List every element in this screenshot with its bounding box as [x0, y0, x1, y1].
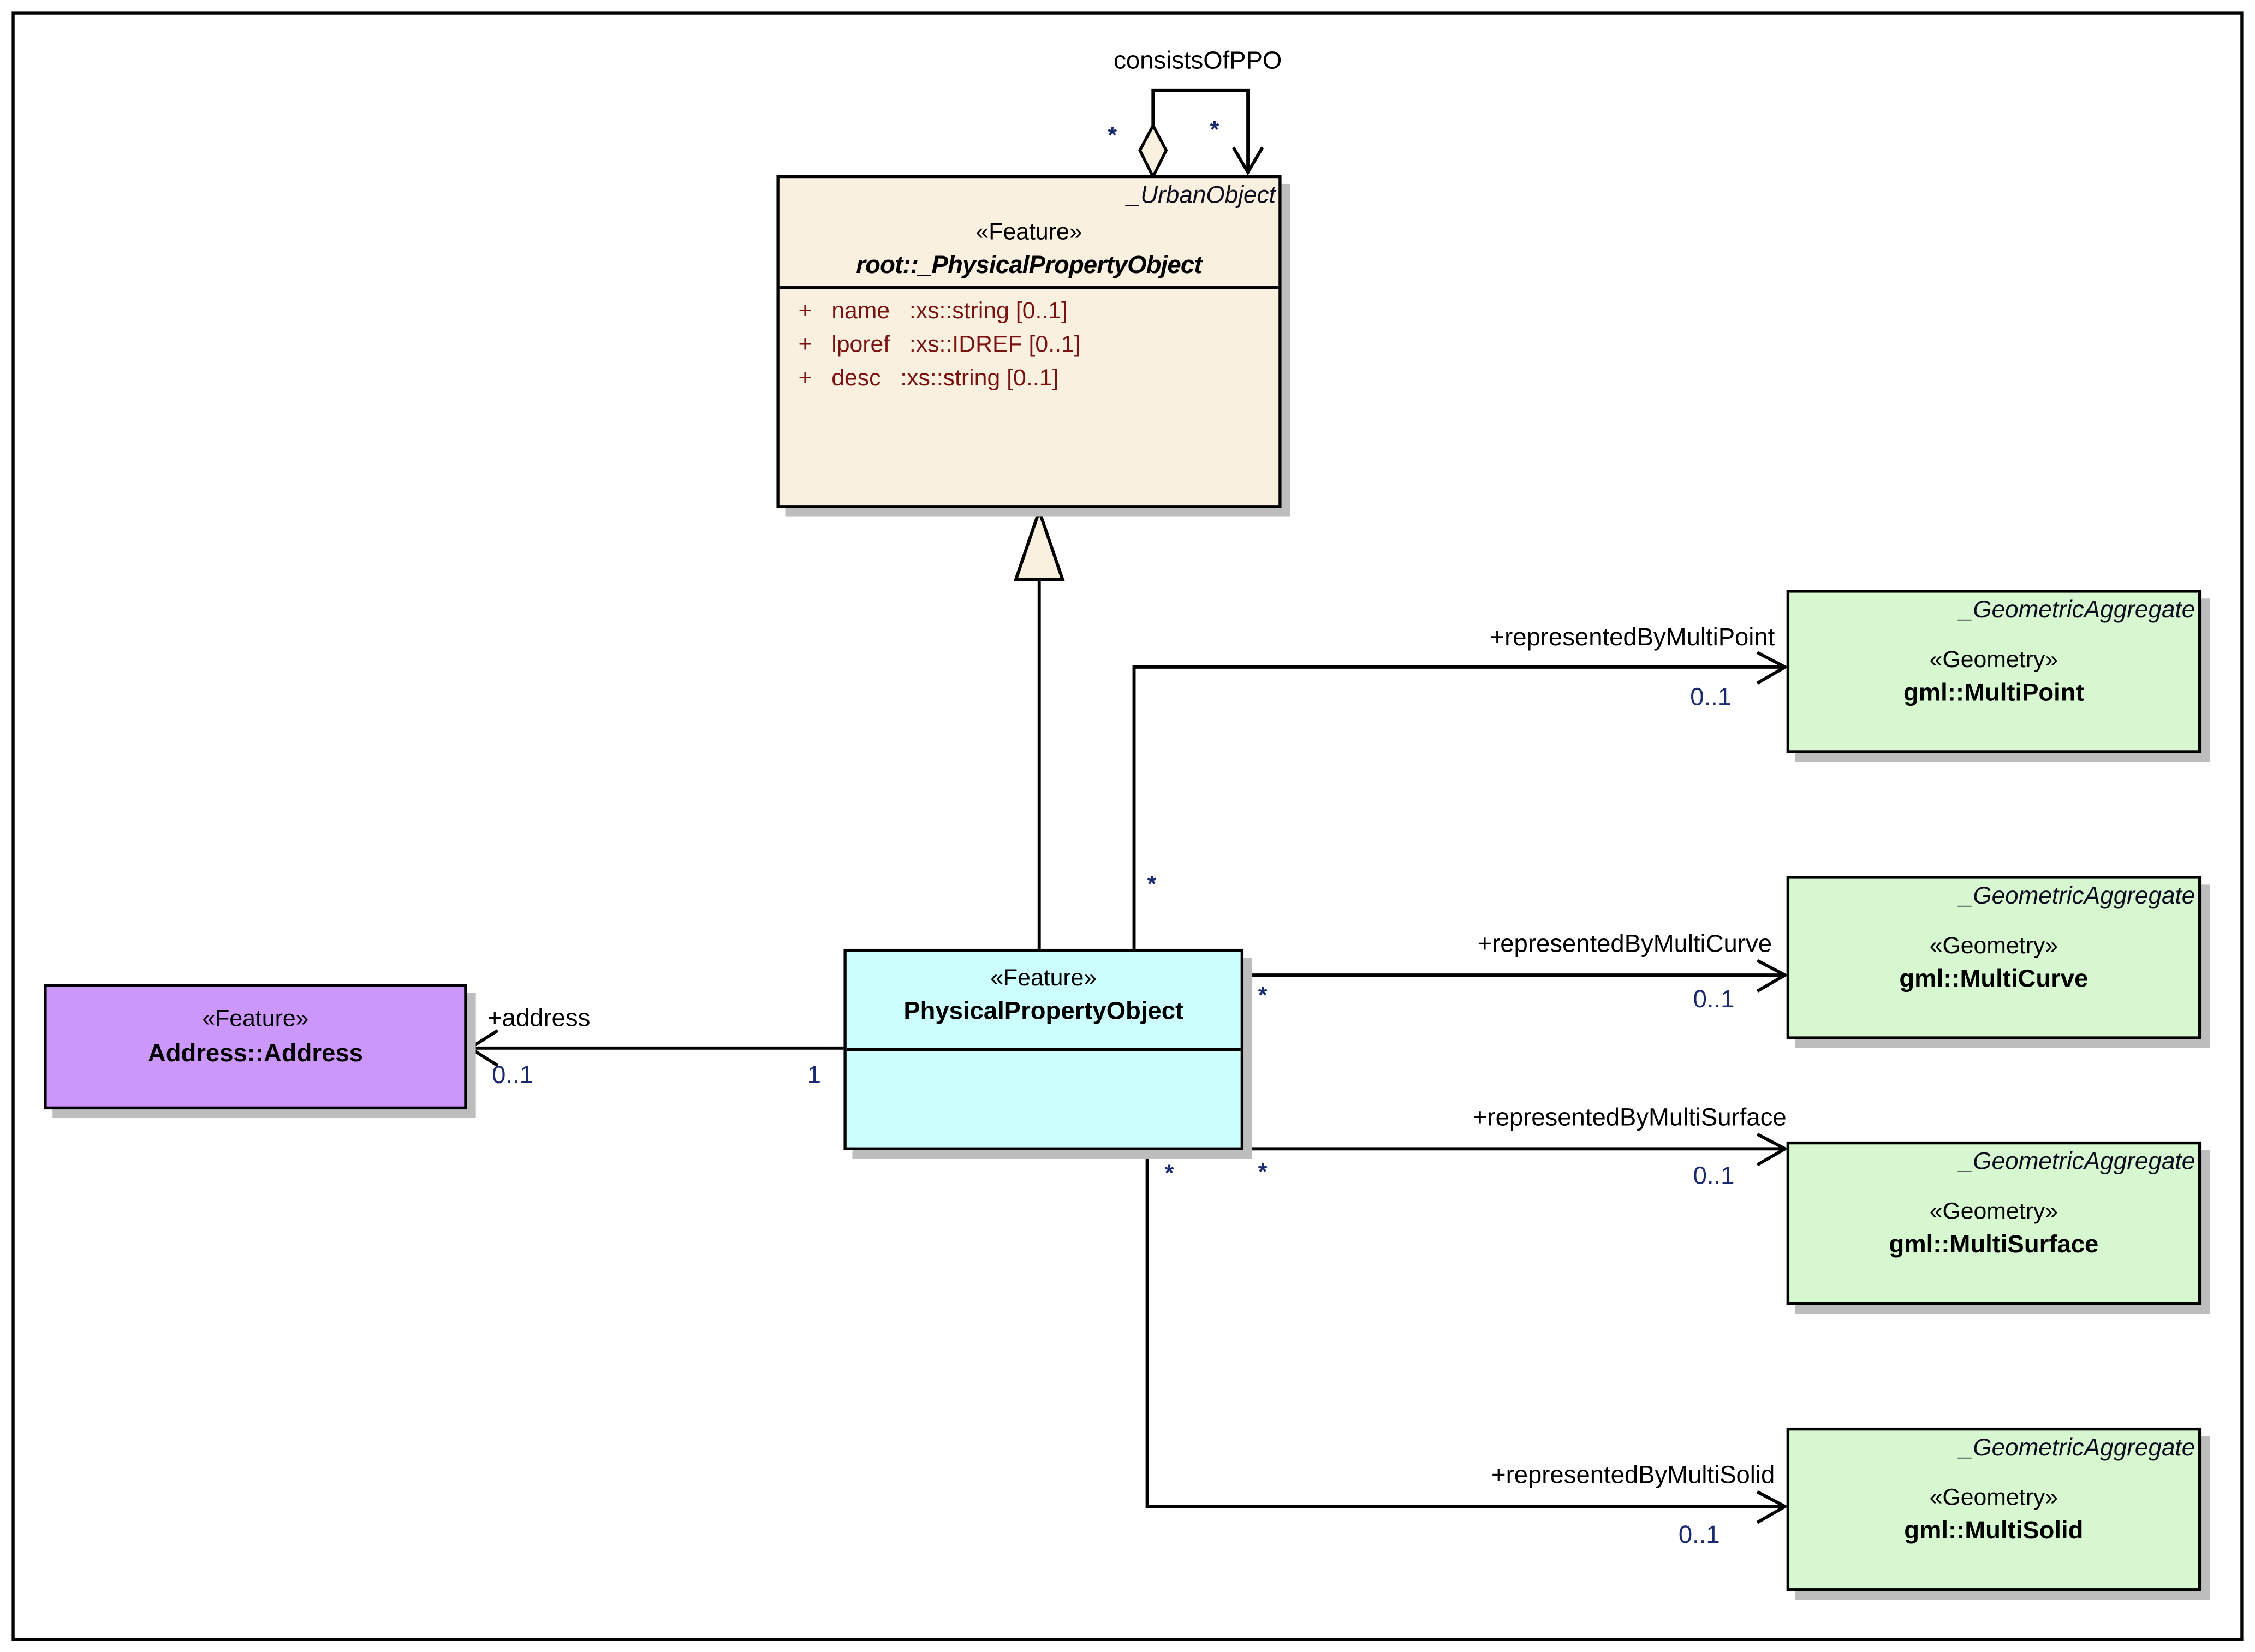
attribute-row: + lporef :xs::IDREF [0..1]	[798, 332, 1081, 358]
multi-point-association-edge[interactable]	[1132, 651, 1789, 949]
class-stereotype: «Geometry»	[1929, 1199, 2058, 1225]
multi-point-line	[1132, 665, 1786, 949]
open-arrowhead-right-icon	[1756, 1132, 1789, 1167]
class-name: gml::MultiSolid	[1904, 1517, 2084, 1544]
class-header-label: _UrbanObject	[1127, 182, 1276, 209]
multiplicity-multi-point-source: *	[1147, 872, 1157, 898]
consists-loop-line	[1151, 88, 1250, 171]
class-address[interactable]: «Feature» Address::Address	[44, 984, 467, 1110]
hollow-triangle-icon	[1013, 506, 1065, 581]
open-arrowhead-right-icon	[1756, 959, 1789, 993]
multi-curve-association-edge[interactable]	[1243, 959, 1789, 993]
open-arrowhead-down-icon	[1231, 146, 1264, 176]
compartment-divider	[779, 285, 1279, 289]
class-root-physical-property-object[interactable]: _UrbanObject «Feature» root::_PhysicalPr…	[776, 175, 1282, 508]
class-name: gml::MultiPoint	[1903, 679, 2084, 707]
multiplicity-multi-surface-source: *	[1258, 1160, 1268, 1186]
multiplicity-consists-source: *	[1108, 124, 1117, 149]
class-stereotype: «Feature»	[975, 220, 1082, 246]
class-gml-multi-surface[interactable]: _GeometricAggregate «Geometry» gml::Mult…	[1786, 1141, 2202, 1305]
association-label-consists-of-ppo: consistsOfPPO	[1114, 46, 1282, 75]
address-association-edge[interactable]	[467, 1029, 844, 1067]
attribute-row: + desc :xs::string [0..1]	[798, 366, 1059, 391]
open-arrowhead-right-icon	[1756, 1490, 1789, 1524]
class-stereotype: «Feature»	[990, 966, 1097, 991]
aggregation-diamond-icon	[1138, 122, 1168, 180]
class-name: gml::MultiCurve	[1899, 965, 2089, 993]
class-gml-multi-curve[interactable]: _GeometricAggregate «Geometry» gml::Mult…	[1786, 876, 2202, 1039]
consists-of-ppo-association-edge[interactable]	[1138, 88, 1264, 180]
multiplicity-multi-surface-target: 0..1	[1693, 1162, 1735, 1190]
attribute-row: + name :xs::string [0..1]	[798, 299, 1068, 324]
class-stereotype: «Feature»	[202, 1007, 309, 1032]
multiplicity-multi-point-target: 0..1	[1690, 683, 1732, 711]
class-header-label: _GeometricAggregate	[1959, 883, 2195, 910]
multiplicity-multi-solid-source: *	[1164, 1162, 1174, 1187]
class-header-label: _GeometricAggregate	[1959, 1149, 2195, 1175]
multiplicity-address-target: 0..1	[492, 1061, 533, 1089]
multi-solid-association-edge[interactable]	[1145, 1150, 1789, 1524]
class-name: gml::MultiSurface	[1889, 1230, 2099, 1258]
generalization-edge[interactable]	[1013, 506, 1065, 949]
association-label-represented-by-multi-curve: +representedByMultiCurve	[1477, 930, 1772, 958]
class-stereotype: «Geometry»	[1929, 648, 2058, 673]
class-header-label: _GeometricAggregate	[1959, 1435, 2195, 1461]
multiplicity-multi-solid-target: 0..1	[1678, 1521, 1720, 1549]
class-gml-multi-solid[interactable]: _GeometricAggregate «Geometry» gml::Mult…	[1786, 1427, 2202, 1591]
compartment-divider	[846, 1047, 1241, 1050]
class-stereotype: «Geometry»	[1929, 934, 2058, 959]
class-stereotype: «Geometry»	[1929, 1485, 2058, 1511]
class-header-label: _GeometricAggregate	[1959, 597, 2195, 623]
association-label-represented-by-multi-point: +representedByMultiPoint	[1490, 623, 1775, 651]
multiplicity-multi-curve-target: 0..1	[1693, 985, 1735, 1013]
open-arrowhead-left-icon	[467, 1029, 499, 1067]
multiplicity-multi-curve-source: *	[1258, 984, 1268, 1009]
class-name: PhysicalPropertyObject	[903, 997, 1184, 1025]
association-label-represented-by-multi-solid: +representedByMultiSolid	[1491, 1461, 1775, 1489]
class-name: Address::Address	[147, 1039, 363, 1067]
class-gml-multi-point[interactable]: _GeometricAggregate «Geometry» gml::Mult…	[1786, 590, 2202, 753]
diagram-frame	[11, 11, 2244, 1641]
association-label-represented-by-multi-surface: +representedByMultiSurface	[1472, 1103, 1787, 1132]
class-physical-property-object[interactable]: «Feature» PhysicalPropertyObject	[843, 948, 1244, 1150]
attribute-compartment: + name :xs::string [0..1] + lporef :xs::…	[780, 295, 1278, 395]
multi-solid-line	[1145, 1150, 1786, 1508]
association-label-address: +address	[487, 1004, 591, 1032]
multiplicity-address-source: 1	[807, 1061, 821, 1089]
multiplicity-consists-target: *	[1210, 118, 1219, 144]
open-arrowhead-right-icon	[1756, 651, 1789, 685]
multi-surface-association-edge[interactable]	[1243, 1132, 1789, 1167]
class-name: root::_PhysicalPropertyObject	[856, 251, 1202, 279]
